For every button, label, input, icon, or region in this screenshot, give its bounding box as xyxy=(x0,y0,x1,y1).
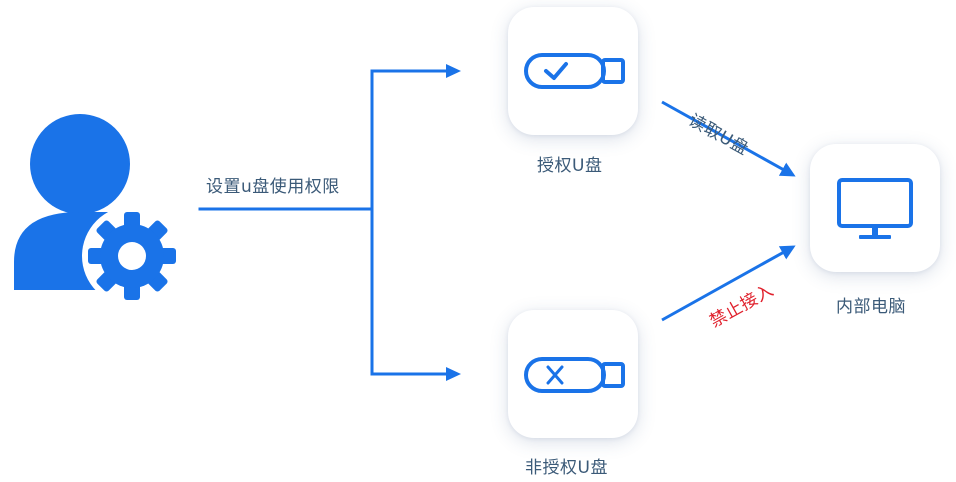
usb-x-icon xyxy=(524,357,625,393)
arrow-to-unauthorized xyxy=(446,367,461,381)
forbidden-arrow xyxy=(661,245,796,322)
permission-connector xyxy=(198,69,454,376)
internal-computer-card xyxy=(810,144,940,272)
read-arrow xyxy=(661,100,796,177)
monitor-icon xyxy=(837,178,913,239)
internal-computer-label: 内部电脑 xyxy=(836,297,906,317)
arrow-to-authorized xyxy=(446,64,461,78)
gear-icon xyxy=(82,206,182,306)
user-gear-icon xyxy=(14,114,182,306)
unauthorized-usb-card xyxy=(508,310,638,438)
usb-check-icon xyxy=(524,53,625,89)
set-permission-label: 设置u盘使用权限 xyxy=(206,177,340,197)
authorized-usb-card xyxy=(508,7,638,135)
authorized-usb-label: 授权U盘 xyxy=(537,156,603,176)
unauthorized-usb-label: 非授权U盘 xyxy=(525,458,608,478)
